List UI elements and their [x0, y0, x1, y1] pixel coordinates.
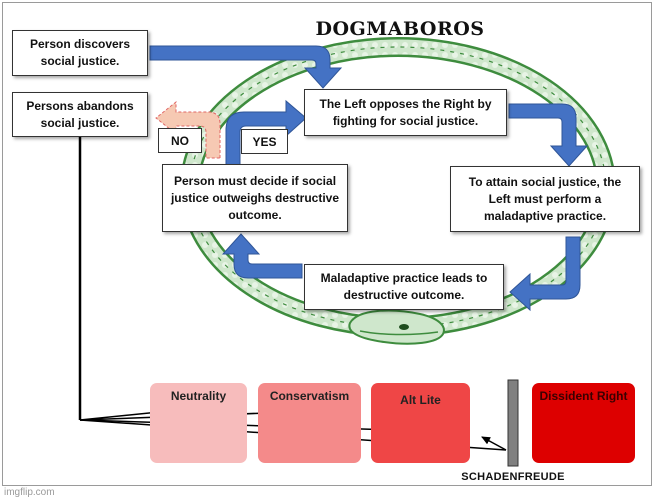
- box-maladaptive-leads: Maladaptive practice leads to destructiv…: [304, 264, 504, 310]
- box-person-discovers: Person discovers social justice.: [12, 30, 148, 76]
- blue-flow-arrows: [149, 45, 589, 312]
- spectrum-dissident-right: Dissident Right: [532, 383, 635, 463]
- spectrum-conservatism-label: Conservatism: [269, 389, 350, 403]
- arrow-yes-to-opposes: [225, 99, 307, 166]
- spectrum-neutrality: Neutrality: [150, 383, 247, 463]
- arrow-leads-to-decide: [221, 233, 303, 279]
- schadenfreude-label: SCHADENFREUDE: [461, 471, 565, 483]
- box-person-must-decide: Person must decide if social justice out…: [162, 164, 348, 232]
- choice-yes: YES: [241, 129, 288, 154]
- arrow-discover-to-opposes: [149, 45, 343, 89]
- arrow-opposes-to-attain: [508, 103, 589, 167]
- box-person-abandons: Persons abandons social justice.: [12, 92, 148, 137]
- snake-head: [348, 309, 445, 345]
- diagram-title: DOGMABOROS: [315, 18, 485, 40]
- spectrum-conservatism: Conservatism: [258, 383, 361, 463]
- box-attain-social-justice: To attain social justice, the Left must …: [450, 166, 640, 232]
- image-frame: [2, 2, 652, 486]
- watermark: imgflip.com: [4, 487, 55, 498]
- box-left-opposes-right: The Left opposes the Right by fighting f…: [304, 89, 507, 136]
- spectrum-dissident-right-label: Dissident Right: [539, 389, 628, 403]
- spectrum-alt-lite: Alt Lite: [371, 383, 470, 463]
- arrow-attain-to-leads: [509, 236, 581, 312]
- spectrum-alt-lite-label: Alt Lite: [400, 393, 441, 407]
- spectrum-neutrality-label: Neutrality: [170, 389, 227, 403]
- arrow-no-to-abandons: [155, 100, 221, 159]
- schadenfreude-barrier: [507, 379, 519, 467]
- choice-no: NO: [158, 128, 202, 153]
